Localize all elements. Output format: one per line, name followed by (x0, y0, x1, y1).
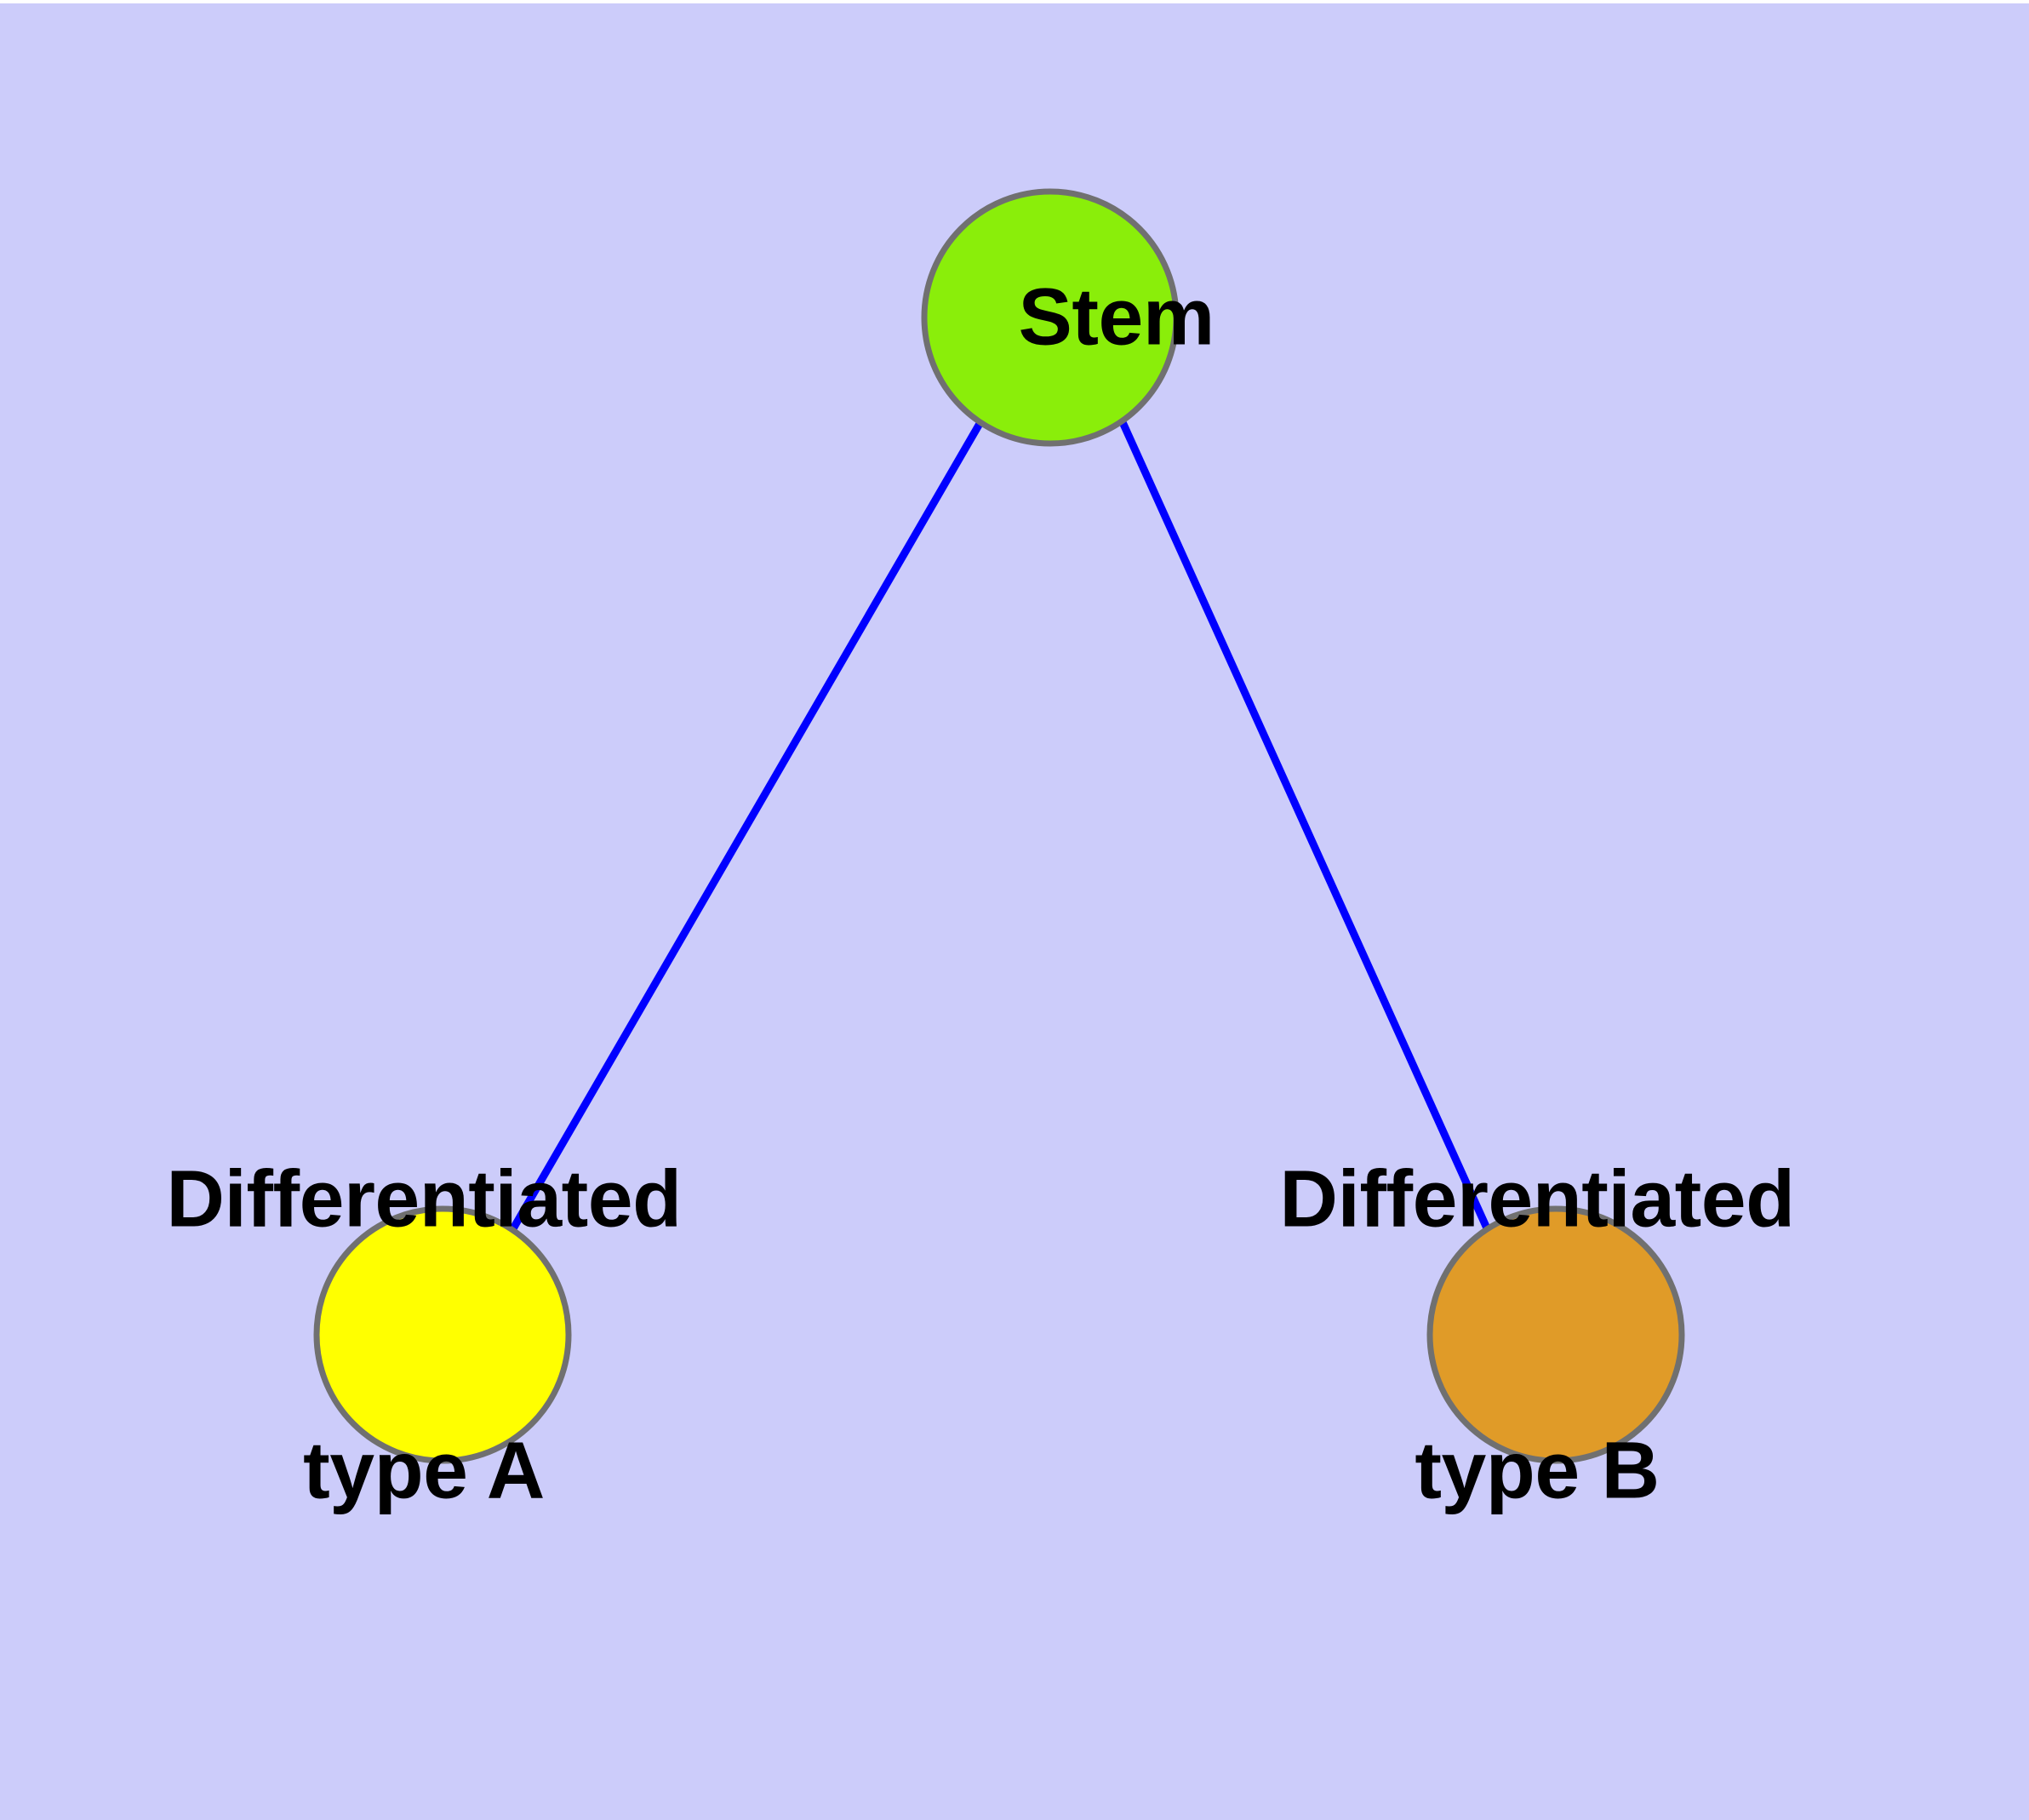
nodes-layer (313, 188, 1685, 1464)
graph-surface: Stem Differentiated type A Differentiate… (0, 3, 2029, 1820)
edges-layer (509, 420, 1492, 1233)
node-diff-type-a[interactable] (313, 1205, 572, 1464)
graph-svg (313, 188, 1685, 1464)
node-diff-type-b[interactable] (1426, 1205, 1685, 1464)
edge-stem-to-type-b[interactable] (1118, 421, 1492, 1232)
node-stem[interactable] (921, 188, 1180, 447)
edge-stem-to-type-a[interactable] (509, 420, 984, 1233)
